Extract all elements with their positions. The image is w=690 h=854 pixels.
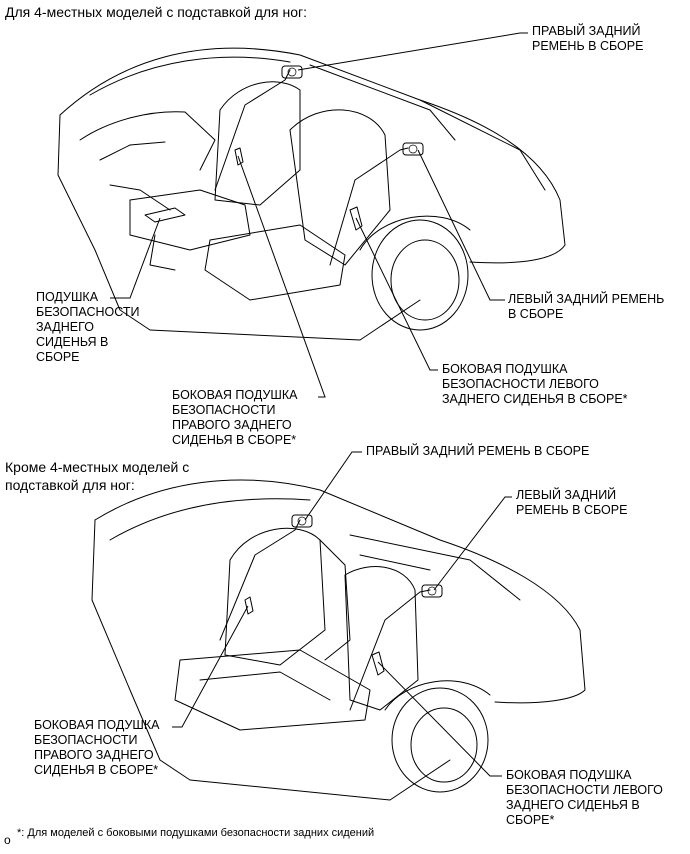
label-bottom-left-belt: ЛЕВЫЙ ЗАДНИЙ РЕМЕНЬ В СБОРЕ: [516, 488, 628, 517]
footnote: *: Для моделей с боковыми подушками безо…: [17, 827, 375, 839]
leader-top-seat-cushion: [110, 217, 161, 299]
leader-bottom-left-airbag: [377, 661, 502, 777]
leader-top-right-airbag: [237, 155, 326, 398]
leader-top-right-belt: [297, 32, 528, 71]
top-heading: Для 4-местных моделей с подставкой для н…: [5, 4, 308, 20]
label-top-left-side-airbag: БОКОВАЯ ПОДУШКА БЕЗОПАСНОСТИ ЛЕВОГО ЗАДН…: [442, 362, 628, 406]
label-top-left-belt: ЛЕВЫЙ ЗАДНИЙ РЕМЕНЬ В СБОРЕ: [508, 292, 665, 321]
bottom-leader-lines: [172, 451, 512, 777]
label-top-seat-cushion: ПОДУШКА БЕЗОПАСНОСТИ ЗАДНЕГО СИДЕНЬЯ В С…: [36, 290, 140, 364]
bottom-car-illustration: [91, 479, 586, 801]
label-bottom-right-side-airbag: БОКОВАЯ ПОДУШКА БЕЗОПАСНОСТИ ПРАВОГО ЗАД…: [34, 718, 160, 777]
top-car-illustration: [57, 47, 566, 341]
label-top-right-belt: ПРАВЫЙ ЗАДНИЙ РЕМЕНЬ В СБОРЕ: [532, 24, 644, 53]
leader-top-left-airbag: [355, 217, 438, 371]
leader-top-left-belt: [417, 149, 505, 301]
bottom-heading: Кроме 4-местных моделей с подставкой для…: [5, 459, 190, 493]
leader-bottom-right-airbag: [172, 605, 249, 728]
leader-bottom-left-belt: [433, 496, 512, 591]
label-top-right-side-airbag: БОКОВАЯ ПОДУШКА БЕЗОПАСНОСТИ ПРАВОГО ЗАД…: [172, 388, 298, 447]
top-leader-lines: [110, 32, 528, 398]
label-bottom-right-belt: ПРАВЫЙ ЗАДНИЙ РЕМЕНЬ В СБОРЕ: [366, 444, 590, 458]
leader-bottom-right-belt: [304, 451, 362, 521]
footnote-marker: o: [4, 833, 11, 847]
label-bottom-left-side-airbag: БОКОВАЯ ПОДУШКА БЕЗОПАСНОСТИ ЛЕВОГО ЗАДН…: [506, 768, 663, 827]
